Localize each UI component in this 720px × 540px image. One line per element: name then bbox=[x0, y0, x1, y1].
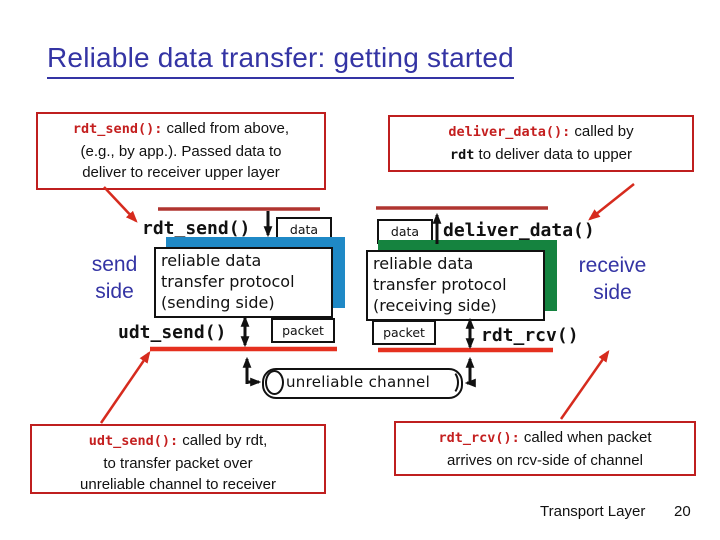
receive-side-word1: receive bbox=[578, 254, 647, 277]
label-rdt-send: rdt_send() bbox=[142, 218, 251, 239]
cylinder-left-cap bbox=[265, 370, 284, 395]
sender-protocol-box: reliable data transfer protocol (sending… bbox=[154, 247, 333, 318]
pointer-deliver-data-icon bbox=[588, 183, 635, 221]
callout-deliver-data-line1: called by bbox=[570, 123, 634, 140]
code-rdt-inline: rdt bbox=[450, 146, 475, 163]
pointer-udt-send-icon bbox=[99, 351, 151, 424]
receiver-protocol-box: reliable data transfer protocol (receivi… bbox=[366, 250, 545, 321]
page-title: Reliable data transfer: getting started bbox=[47, 42, 514, 79]
footer-section-label: Transport Layer bbox=[540, 503, 646, 520]
send-side-label: send side bbox=[67, 251, 162, 305]
callout-deliver-data-line2: to deliver data to upper bbox=[474, 145, 632, 163]
receive-side-label: receive side bbox=[565, 252, 660, 306]
callout-rdt-rcv-line2: arrives on rcv-side of channel bbox=[447, 451, 643, 469]
footer-page-number: 20 bbox=[674, 503, 691, 520]
pointer-rdt-send-icon bbox=[103, 186, 138, 223]
callout-rdt-send-line1: called from above, bbox=[162, 120, 290, 137]
receive-side-word2: side bbox=[593, 281, 632, 304]
callout-deliver-data: deliver_data(): called by rdt to deliver… bbox=[388, 115, 694, 172]
callout-rdt-send-line2: (e.g., by app.). Passed data to bbox=[80, 142, 282, 160]
code-rdt-send: rdt_send(): bbox=[72, 121, 163, 137]
label-deliver-data: deliver_data() bbox=[443, 220, 595, 241]
send-side-word1: send bbox=[91, 253, 138, 276]
code-udt-send: udt_send(): bbox=[88, 433, 179, 449]
unreliable-channel-cylinder: unreliable channel bbox=[262, 368, 463, 399]
cylinder-right-cap bbox=[442, 370, 459, 395]
callout-rdt-rcv: rdt_rcv(): called when packet arrives on… bbox=[394, 421, 696, 476]
callout-rdt-send-line3: deliver to receiver upper layer bbox=[82, 164, 280, 181]
unreliable-channel-label: unreliable channel bbox=[286, 373, 431, 391]
receiver-protocol-line1: reliable data bbox=[373, 254, 474, 273]
data-box-receive: data bbox=[377, 219, 433, 244]
label-udt-send: udt_send() bbox=[118, 322, 227, 343]
packet-box-receive: packet bbox=[372, 320, 436, 345]
data-box-send: data bbox=[276, 217, 332, 242]
pointer-rdt-rcv-icon bbox=[559, 350, 610, 420]
code-deliver-data: deliver_data(): bbox=[448, 124, 571, 140]
callout-rdt-send: rdt_send(): called from above, (e.g., by… bbox=[36, 112, 326, 190]
receiver-protocol-line2: transfer protocol bbox=[373, 275, 507, 294]
sender-protocol-line2: transfer protocol bbox=[161, 272, 295, 291]
callout-rdt-rcv-line1: called when packet bbox=[519, 429, 652, 446]
callout-udt-send-line1: called by rdt, bbox=[178, 432, 268, 449]
sender-protocol-line3: (sending side) bbox=[161, 293, 275, 312]
packet-box-send: packet bbox=[271, 318, 335, 343]
callout-udt-send-line3: unreliable channel to receiver bbox=[80, 476, 276, 493]
callout-udt-send-line2: to transfer packet over bbox=[103, 454, 253, 472]
label-rdt-rcv: rdt_rcv() bbox=[481, 325, 579, 346]
callout-udt-send: udt_send(): called by rdt, to transfer p… bbox=[30, 424, 326, 494]
sender-protocol-line1: reliable data bbox=[161, 251, 262, 270]
send-side-word2: side bbox=[95, 280, 134, 303]
receiver-protocol-line3: (receiving side) bbox=[373, 296, 497, 315]
code-rdt-rcv: rdt_rcv(): bbox=[438, 430, 520, 446]
